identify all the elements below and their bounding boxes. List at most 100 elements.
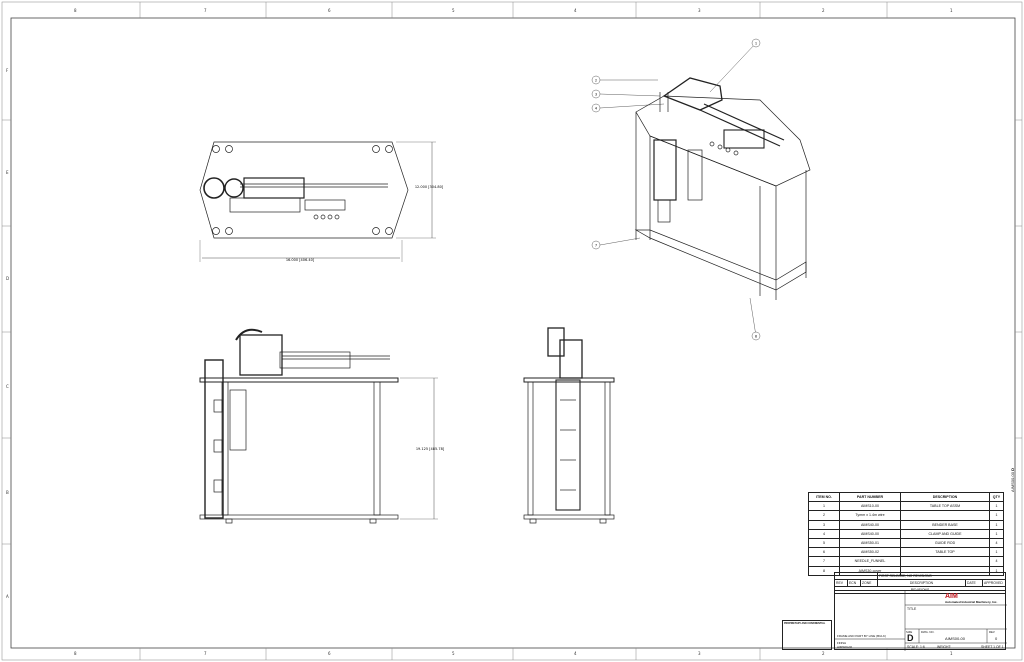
rev-col-approved: APPROVED <box>982 579 1006 587</box>
zone-top-7: 7 <box>204 8 207 13</box>
balloon-1: 1 <box>755 41 757 45</box>
bom-qty: 1 <box>989 547 1004 558</box>
bom-part: Tymm x 1.4m wire <box>839 510 901 521</box>
zone-row-c: C <box>6 384 9 389</box>
zone-bottom-1: 1 <box>950 651 953 656</box>
rev-label: REV <box>989 630 995 634</box>
bom-qty: 1 <box>989 528 1004 539</box>
bom-item: 6 <box>808 547 840 558</box>
company-name: Automated Industrial Machinery, Inc. <box>945 600 998 604</box>
bom-item: 4 <box>808 528 840 539</box>
zone-top-4: 4 <box>574 8 577 13</box>
title-block-lines <box>835 591 1007 651</box>
zone-bottom-7: 7 <box>204 651 207 656</box>
zone-row-a: A <box>6 594 9 599</box>
bom-desc <box>900 556 990 567</box>
bom-desc <box>900 510 990 521</box>
bom-part: AIMS50-01 <box>839 537 901 549</box>
zone-bottom-2: 2 <box>822 651 825 656</box>
bom-item: 2 <box>808 510 840 521</box>
bom-item: 3 <box>808 519 840 530</box>
size-label: SIZE <box>906 630 913 634</box>
bom-col-part: PART NUMBER <box>839 491 901 503</box>
rev-col-zone: ZONE <box>860 579 878 587</box>
bom-part: AIMS50-02 <box>839 547 901 558</box>
bom-desc: CLAMP AND GUIDE <box>900 528 990 539</box>
balloon-2: 2 <box>595 78 597 82</box>
bom-desc: TABLE TOP <box>900 547 990 558</box>
bom-desc: BENDER BASE <box>900 519 990 530</box>
rev-col-rev: REV <box>834 579 848 587</box>
zone-top-5: 5 <box>452 8 455 13</box>
rev-value: 0 <box>995 636 998 641</box>
bom-desc: TABLE TOP ASSM <box>900 501 990 512</box>
front-view <box>199 328 438 524</box>
bom-col-desc: DESCRIPTION <box>900 491 990 503</box>
zone-top-1: 1 <box>950 8 953 13</box>
balloons <box>591 38 761 341</box>
revision-blank <box>834 572 878 580</box>
bom-qty: 1 <box>989 501 1004 512</box>
finish-part-no: AIMS00-00 <box>837 645 853 649</box>
zone-top-8: 8 <box>74 8 77 13</box>
zone-bottom-3: 3 <box>698 651 701 656</box>
zone-row-f: F <box>6 68 9 73</box>
zone-row-e: E <box>6 170 9 175</box>
zone-bottom-6: 6 <box>328 651 331 656</box>
material-text: FRAME AND PART BY LINE (BULK) <box>837 634 886 638</box>
side-dwg-no: AIMS00-00 <box>1010 472 1015 493</box>
size-value: D <box>907 633 914 643</box>
sheet-text: SHEET 1 OF 1 <box>981 645 1004 649</box>
bom-qty: 4 <box>989 556 1004 567</box>
rev-col-date: DATE <box>965 579 983 587</box>
bom-qty: 4 <box>989 537 1004 549</box>
bom-desc: GUIDE ROD <box>900 537 990 549</box>
revision-entry: FIRST RELEASE, NO REVISIONS <box>877 572 1006 580</box>
bom-item: 1 <box>808 501 840 512</box>
balloon-3: 3 <box>595 92 597 96</box>
zone-bottom-8: 8 <box>74 651 77 656</box>
side-dwg-number: AIMS00-00 D <box>1010 440 1020 520</box>
balloon-7: 7 <box>595 243 597 247</box>
proprietary-title: PROPRIETARY AND CONFIDENTIAL <box>784 622 826 625</box>
weight-text: WEIGHT: <box>937 645 952 649</box>
bom-col-item: ITEM NO. <box>808 491 840 503</box>
revision-header: REV ECN ZONE DESCRIPTION DATE APPROVED <box>834 579 1006 587</box>
bom-col-qty: QTY <box>989 491 1004 503</box>
top-view-mount-holes <box>212 145 393 235</box>
isometric-view <box>634 77 811 300</box>
front-height-dim: 19.125 [485.78] <box>416 447 445 451</box>
bom-item: 7 <box>808 556 840 567</box>
rev-col-desc: DESCRIPTION <box>877 579 966 587</box>
top-height-dim: 12.000 [304.80] <box>415 185 444 189</box>
zone-row-b: B <box>6 490 9 495</box>
dwg-no-value: AIMS00-00 <box>945 636 966 641</box>
bom-item: 5 <box>808 537 840 549</box>
zone-top-2: 2 <box>822 8 825 13</box>
bom-header: ITEM NO. PART NUMBER DESCRIPTION QTY <box>808 491 1004 503</box>
dwg-no-label: DWG. NO. <box>921 630 935 634</box>
balloon-4: 4 <box>595 106 598 110</box>
revision-row: FIRST RELEASE, NO REVISIONS <box>834 572 1006 580</box>
zone-bottom-5: 5 <box>452 651 455 656</box>
zone-bottom-4: 4 <box>574 651 577 656</box>
rev-col-ecn: ECN <box>847 579 861 587</box>
title-label: TITLE <box>907 607 917 611</box>
zone-top-3: 3 <box>698 8 701 13</box>
bom-part: AIMS10-00 <box>839 501 901 512</box>
zone-row-d: D <box>6 276 10 281</box>
bom-part: AIMS40-00 <box>839 528 901 539</box>
top-width-dim: 16.000 [406.40] <box>286 258 315 262</box>
bom-part: NEEDLE_FUNNEL <box>839 556 901 567</box>
top-view <box>199 141 436 262</box>
finish-label: FINISH <box>837 641 847 645</box>
